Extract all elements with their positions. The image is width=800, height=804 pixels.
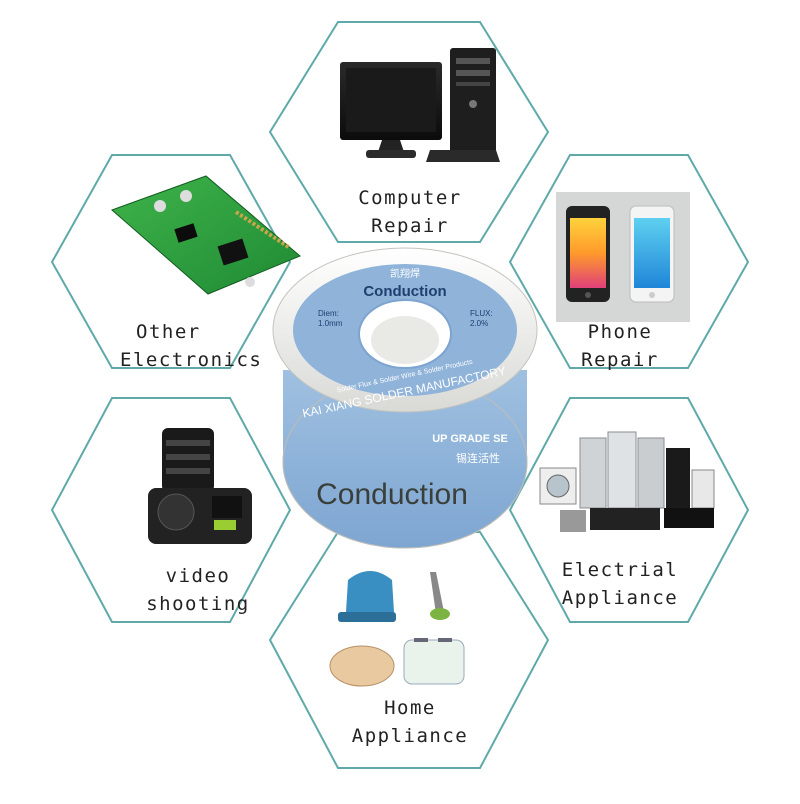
computer-image	[340, 48, 500, 162]
phone-line2: Repair	[581, 349, 659, 371]
home-appliances-image	[329, 571, 465, 687]
label-video: video shooting	[118, 562, 278, 618]
spool-brand-top: Conduction	[363, 283, 446, 300]
home-line2: Appliance	[351, 725, 469, 747]
phone-image	[556, 192, 690, 322]
other-line2: Electronics	[120, 349, 263, 371]
hex-video	[50, 397, 292, 623]
hex-home	[268, 531, 550, 769]
computer-line1: Computer	[358, 187, 462, 209]
label-phone: Phone Repair	[540, 318, 700, 374]
electrical-line2: Appliance	[561, 587, 679, 609]
video-line2: shooting	[146, 593, 250, 615]
spool-upgrade-text: UP GRADE SE	[432, 433, 508, 445]
spool-diem-label: Diem:	[318, 309, 339, 318]
spool-side-chinese: 锡连活性	[456, 451, 500, 465]
electrical-line1: Electrial	[561, 559, 679, 581]
computer-line2: Repair	[371, 215, 449, 237]
spool-brand-side: Conduction	[316, 478, 468, 511]
spool-flux-value: 2.0%	[470, 319, 488, 328]
hex-electrical	[508, 397, 750, 623]
other-line1: Other	[136, 321, 201, 343]
hex-computer	[268, 21, 550, 243]
phone-line1: Phone	[587, 321, 653, 343]
pcb-image	[111, 175, 301, 295]
home-line1: Home	[384, 697, 436, 719]
camera-image	[148, 428, 252, 544]
solder-spool: 凯翔焊 Conduction Diem: 1.0mm FLUX: 2.0% So…	[272, 247, 538, 549]
spool-diem-value: 1.0mm	[318, 319, 343, 328]
spool-flux-label: FLUX:	[470, 309, 493, 318]
hex-phone	[508, 154, 750, 369]
label-computer: Computer Repair	[330, 184, 490, 240]
video-line1: video	[165, 565, 231, 587]
hex-grid	[50, 21, 750, 769]
label-home: Home Appliance	[330, 694, 490, 750]
spool-chinese-mark: 凯翔焊	[390, 267, 420, 280]
label-other: Other Electronics	[120, 318, 280, 374]
appliances-image	[539, 431, 715, 532]
hex-other	[50, 154, 292, 369]
label-electrical: Electrial Appliance	[540, 556, 700, 612]
